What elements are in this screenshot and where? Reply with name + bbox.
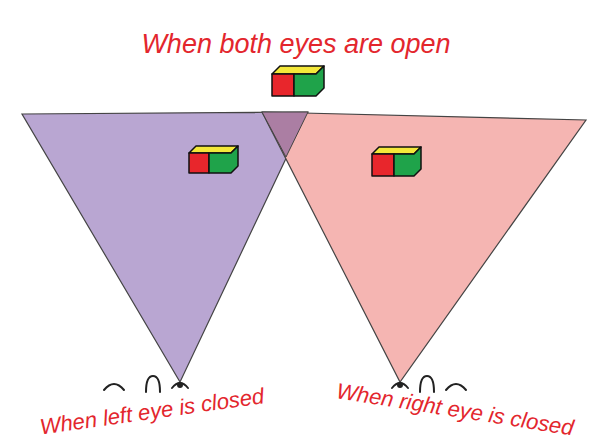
right-eye-view-cone <box>262 112 586 382</box>
caption-label: When left eye is closed <box>38 383 266 441</box>
cube-front-face <box>272 74 294 96</box>
cube-side-face <box>294 66 324 96</box>
cube-side-face <box>394 147 421 176</box>
cube-top-face <box>189 146 238 153</box>
left-eye-view-cone <box>22 112 308 382</box>
caption-label: When right eye is closed <box>335 378 576 442</box>
caption-label: When both eyes are open <box>141 28 450 60</box>
cube-side-face <box>209 146 238 173</box>
cube-front-face <box>189 153 209 173</box>
overlap-region <box>262 112 308 157</box>
cube-front-face <box>372 154 394 176</box>
cube-top-face <box>372 147 421 154</box>
